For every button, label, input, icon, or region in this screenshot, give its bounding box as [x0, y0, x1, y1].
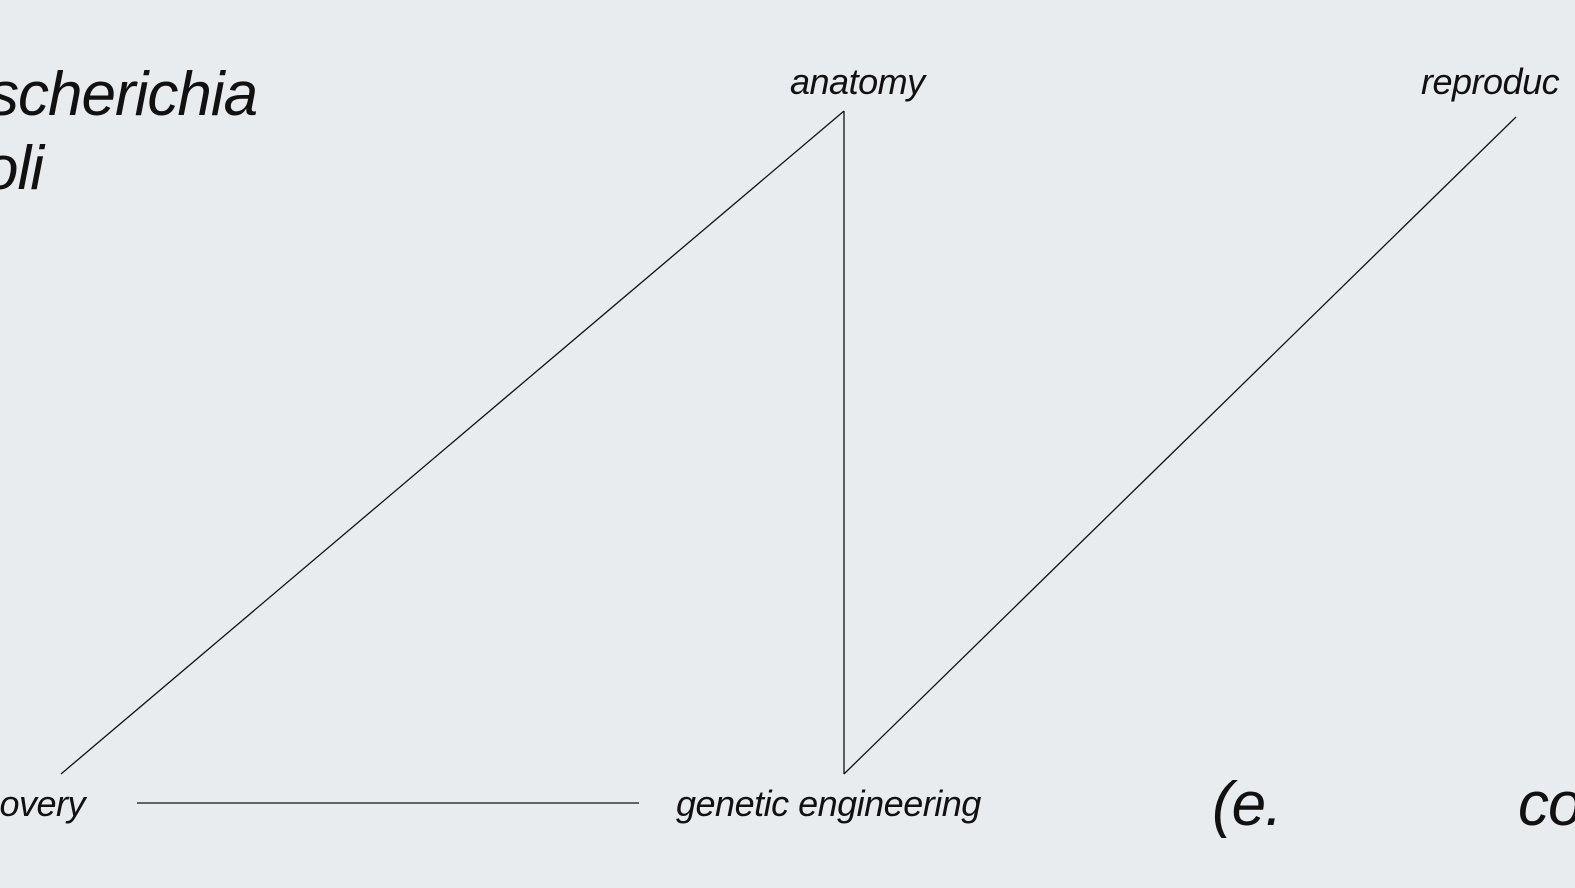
node-reproduction: reproduc	[1421, 61, 1560, 102]
text-fragment-eg: (e.	[1212, 770, 1282, 839]
edge-discovery-anatomy	[60, 110, 845, 775]
title-line-2: oli	[0, 134, 44, 203]
edge-genetic-engineering-reproduction	[843, 116, 1517, 775]
node-anatomy: anatomy	[790, 61, 925, 102]
text-fragment-co: co	[1518, 770, 1575, 839]
node-genetic-engineering: genetic engineering	[676, 783, 981, 824]
title-line-1: scherichia	[0, 60, 258, 129]
